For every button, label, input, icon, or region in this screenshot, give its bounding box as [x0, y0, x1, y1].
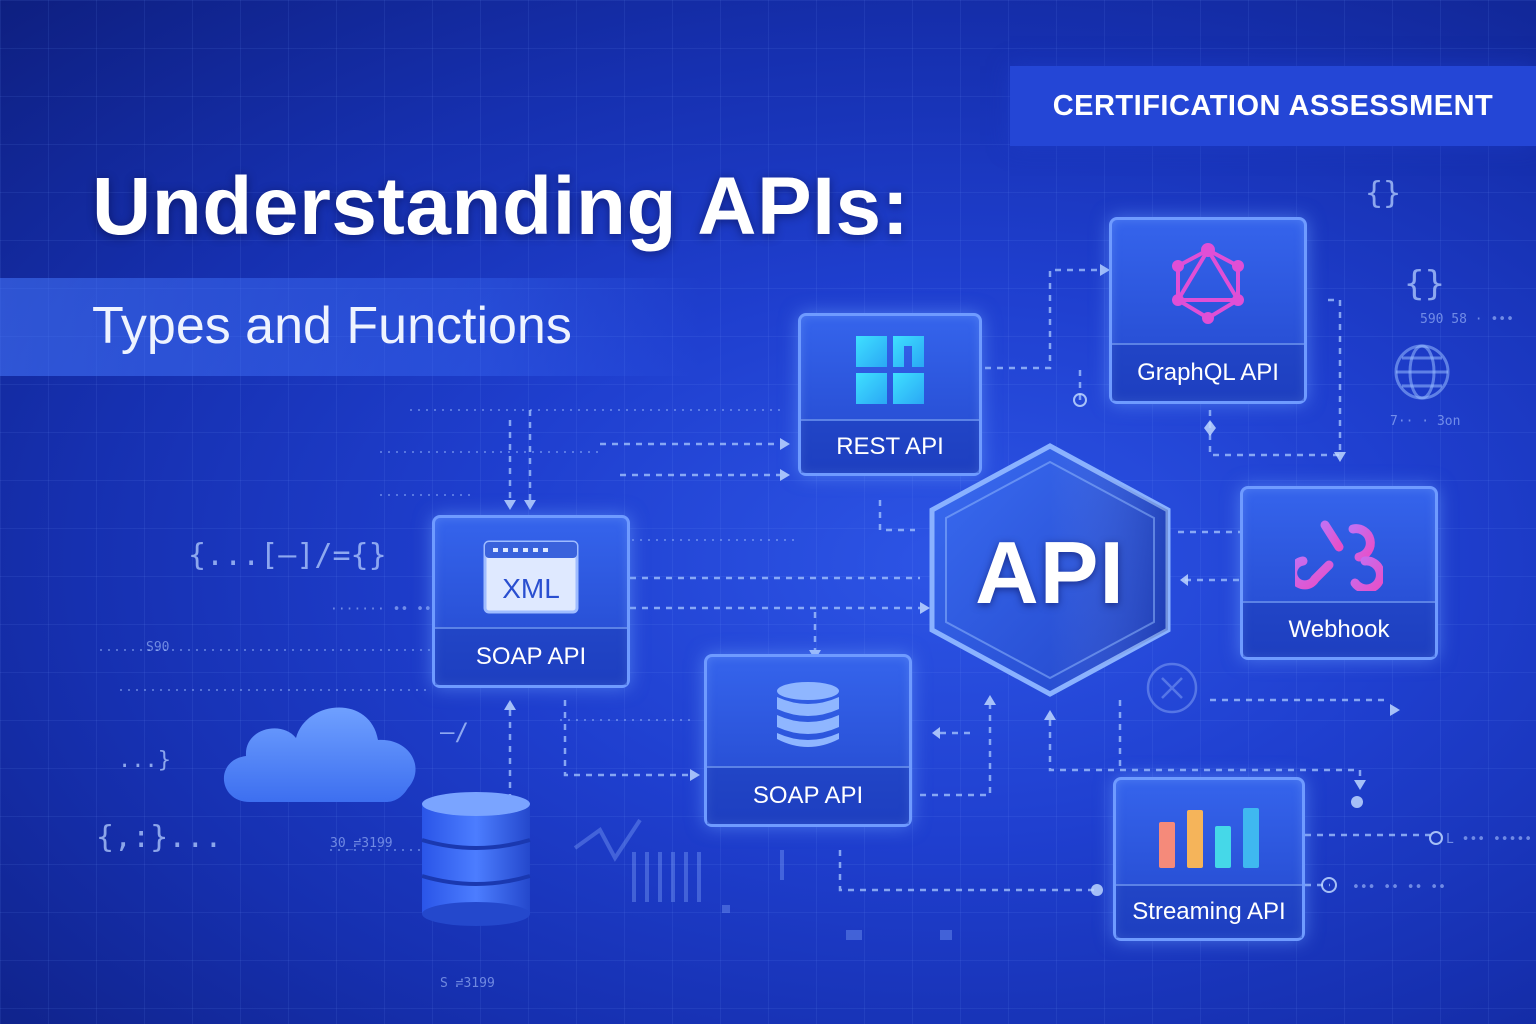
- graphql-icon: [1172, 243, 1244, 324]
- code-snippet: {...[—]/={}: [188, 538, 387, 573]
- database-cylinder-icon: [421, 792, 531, 926]
- soap-api-xml-card[interactable]: XML SOAP API: [432, 515, 630, 688]
- subtitle-band: [0, 278, 700, 376]
- page-subtitle: Types and Functions: [92, 297, 572, 355]
- api-hub-hexagon[interactable]: [924, 440, 1176, 700]
- code-snippet: 590 58 · •••: [1420, 312, 1514, 327]
- page-title: Understanding APIs:: [92, 161, 910, 252]
- webhook-card[interactable]: Webhook: [1240, 486, 1438, 660]
- soap-api-xml-label: SOAP API: [435, 627, 627, 685]
- bar-chart-icon: [1159, 808, 1259, 868]
- webhook-label: Webhook: [1243, 601, 1435, 657]
- code-snippet: {}: [1365, 176, 1402, 211]
- code-snippet: ••• •• •• ••: [1352, 880, 1446, 895]
- api-hub-label: API: [975, 523, 1125, 622]
- code-snippet: {,:}...: [96, 820, 223, 855]
- streaming-api-card[interactable]: Streaming API: [1113, 777, 1305, 941]
- code-snippet: 30_≓3199: [330, 836, 393, 851]
- webhook-icon: [1295, 520, 1383, 591]
- rest-api-card[interactable]: REST API: [798, 313, 982, 476]
- code-snippet: {}: [1404, 264, 1445, 304]
- xml-window-icon: XML: [483, 540, 579, 614]
- code-snippet: ······· •• •••• ●: [330, 602, 464, 617]
- graphql-api-card[interactable]: GraphQL API: [1109, 217, 1307, 404]
- code-snippet: S90: [146, 640, 170, 655]
- graphql-api-label: GraphQL API: [1112, 343, 1304, 401]
- code-snippet: ...}: [118, 748, 171, 773]
- streaming-api-label: Streaming API: [1116, 884, 1302, 938]
- rest-api-label: REST API: [801, 419, 979, 473]
- grid-icon: [856, 336, 924, 404]
- code-snippet: S ≓3199: [440, 976, 495, 991]
- xml-icon-text: XML: [502, 573, 560, 604]
- soap-api-db-label: SOAP API: [707, 766, 909, 824]
- code-snippet: 7·· · 3on: [1390, 414, 1461, 429]
- database-icon: [777, 682, 839, 747]
- certification-badge: CERTIFICATION ASSESSMENT: [1010, 66, 1536, 146]
- code-snippet: —/: [440, 718, 469, 746]
- soap-api-db-card[interactable]: SOAP API: [704, 654, 912, 827]
- code-snippet: L ••• •••••: [1446, 832, 1533, 847]
- globe-icon: [1394, 344, 1450, 400]
- cloud-icon: [223, 707, 416, 802]
